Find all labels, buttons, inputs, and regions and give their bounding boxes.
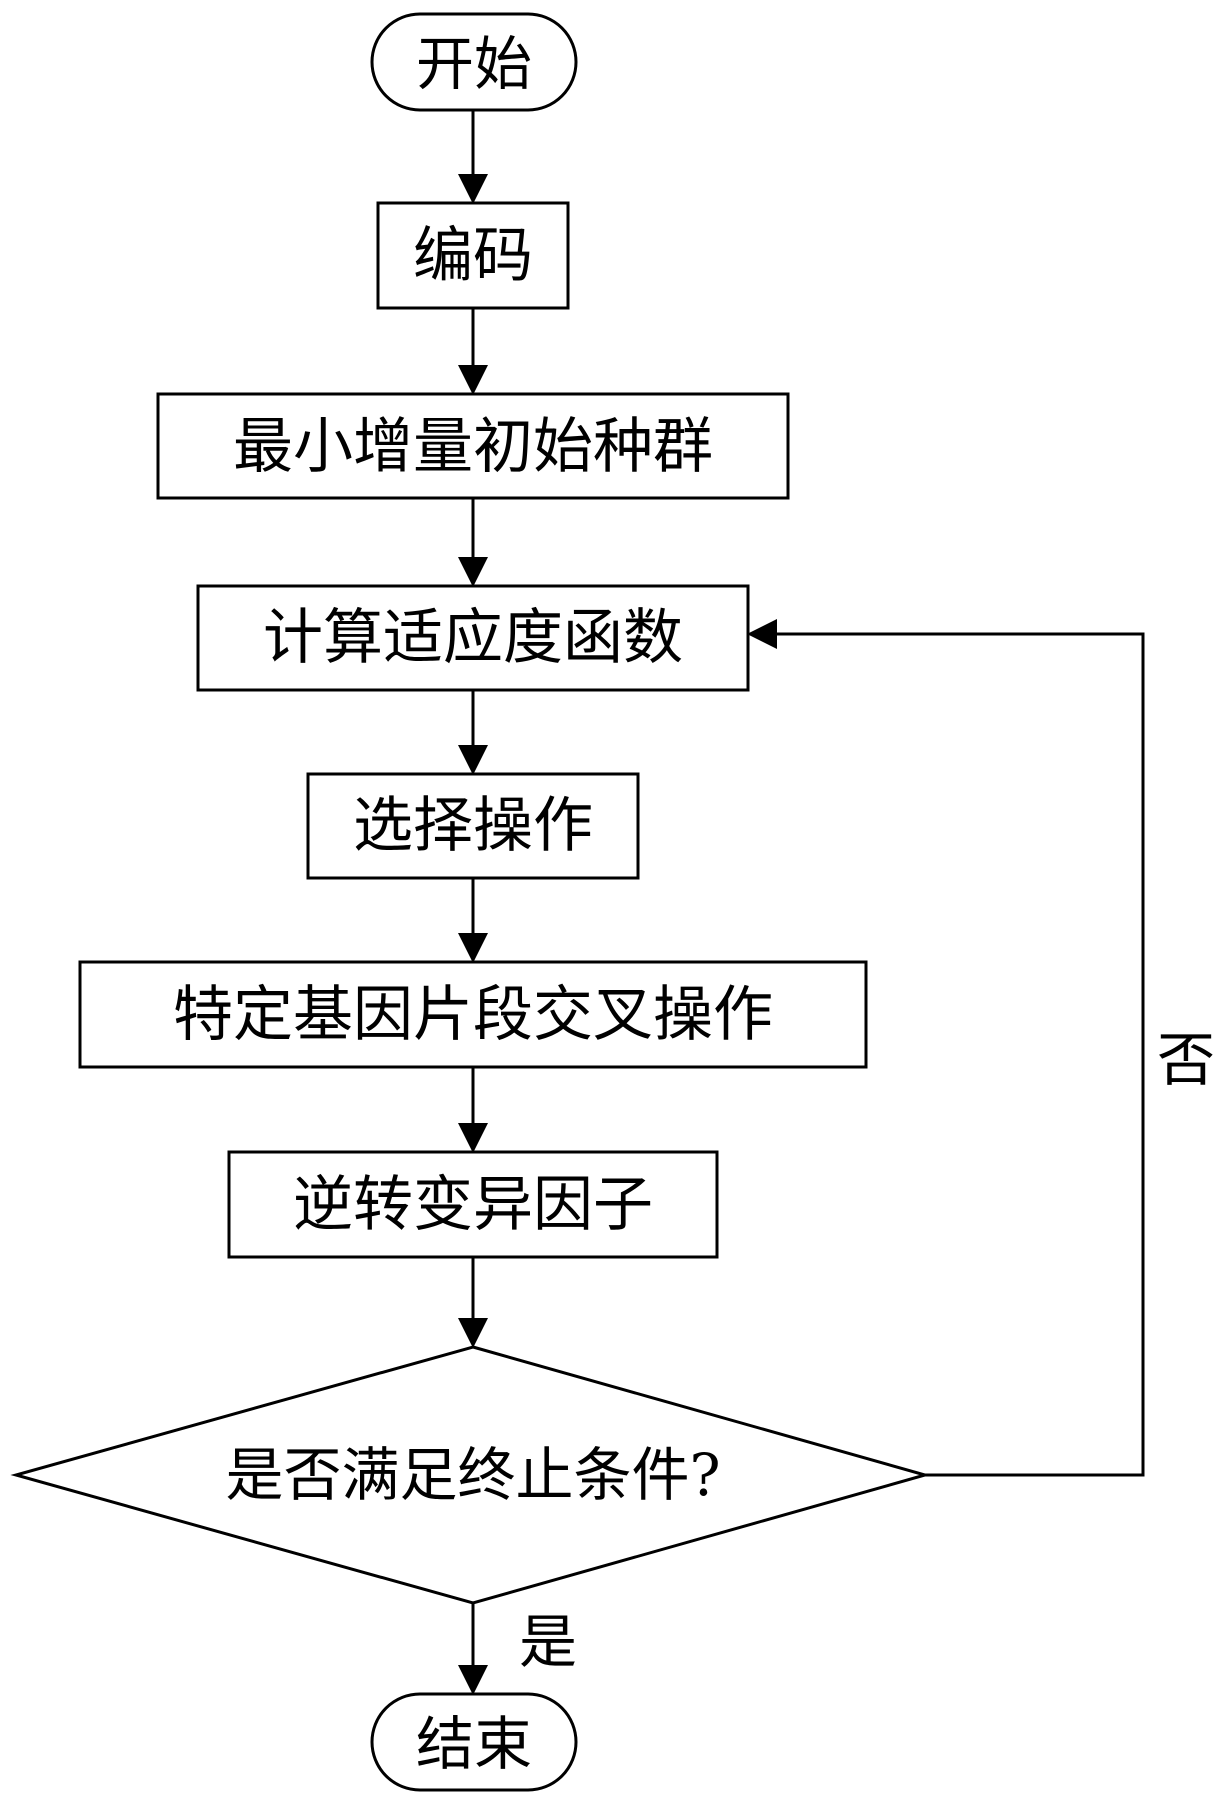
start-label: 开始 xyxy=(416,30,532,98)
decision-node: 是否满足终止条件? xyxy=(10,1345,931,1605)
yes-edge-label: 是 xyxy=(519,1608,577,1676)
selection-label: 选择操作 xyxy=(353,791,593,861)
fitness-label: 计算适应度函数 xyxy=(263,603,683,673)
mutation-label: 逆转变异因子 xyxy=(293,1170,653,1240)
end-label: 结束 xyxy=(416,1710,532,1778)
selection-node: 选择操作 xyxy=(306,772,640,880)
encode-label: 编码 xyxy=(413,221,533,291)
decision-label: 是否满足终止条件? xyxy=(225,1441,720,1509)
no-edge-label: 否 xyxy=(1157,1026,1215,1094)
crossover-label: 特定基因片段交叉操作 xyxy=(173,980,773,1050)
arrow-decision-no-loop-to-fitness xyxy=(747,619,1145,1477)
encode-node: 编码 xyxy=(376,201,570,310)
end-node: 结束 xyxy=(370,1692,578,1792)
init-population-node: 最小增量初始种群 xyxy=(156,392,790,500)
crossover-node: 特定基因片段交叉操作 xyxy=(78,960,868,1069)
start-node: 开始 xyxy=(370,12,578,112)
fitness-node: 计算适应度函数 xyxy=(196,584,750,692)
mutation-node: 逆转变异因子 xyxy=(227,1150,719,1259)
init-population-label: 最小增量初始种群 xyxy=(233,412,713,482)
